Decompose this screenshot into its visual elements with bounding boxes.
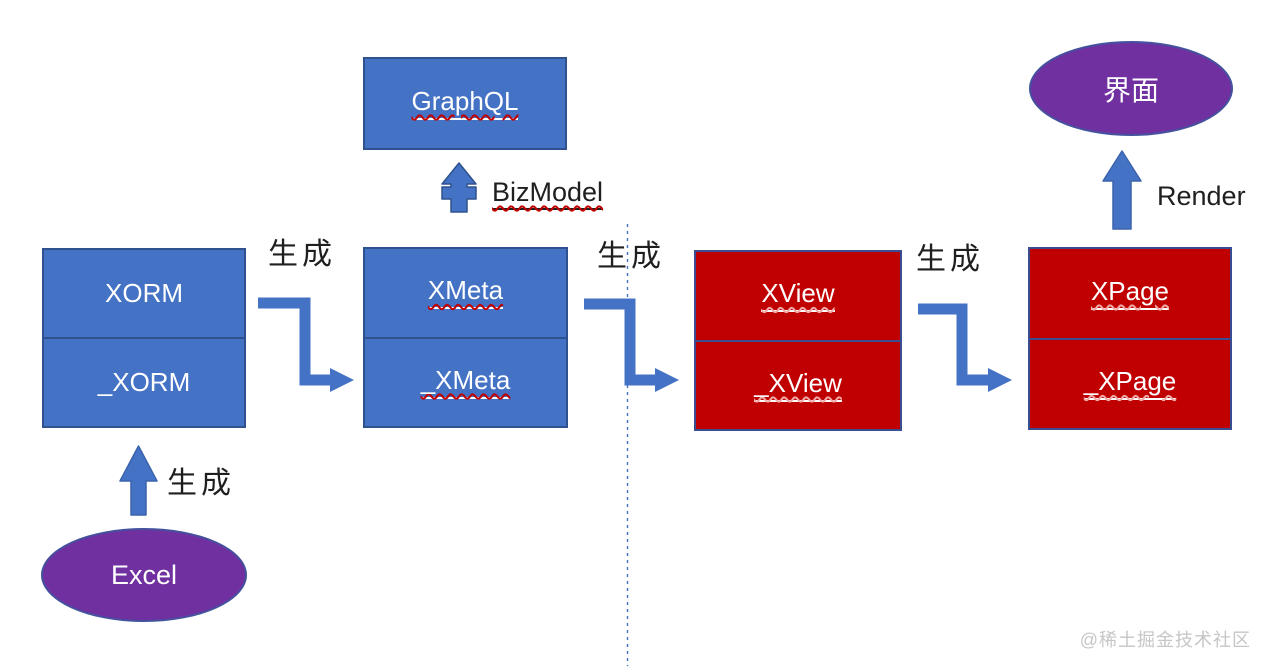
edge-label-excel-xorm: 生成 — [167, 467, 235, 500]
arrow-xorm-to-xmeta — [258, 297, 354, 392]
arrow-xpage-to-ui — [1102, 150, 1142, 230]
node-xview-bottom: _XView — [696, 339, 900, 430]
node-xpage-bottom: _XPage — [1030, 337, 1230, 429]
node-xview: XView _XView — [694, 250, 902, 431]
edge-label-xorm-xmeta: 生成 — [268, 238, 336, 271]
node-xmeta-bottom: _XMeta — [365, 336, 566, 427]
node-ui-label: 界面 — [1102, 74, 1159, 106]
node-xorm-top: XORM — [105, 278, 183, 308]
arrow-excel-to-xorm — [119, 445, 158, 516]
arrow-xmeta-to-graphql — [441, 162, 477, 213]
edge-label-xview-xpage: 生成 — [916, 243, 984, 276]
node-xmeta-top: XMeta — [365, 249, 566, 337]
node-graphql: GraphQL — [363, 57, 567, 150]
arrow-xview-to-xpage — [918, 303, 1012, 392]
node-xorm: XORM _XORM — [42, 248, 246, 428]
edge-label-render: Render — [1157, 181, 1246, 211]
node-xorm-bottom: _XORM — [44, 337, 244, 426]
edge-label-xmeta-xview: 生成 — [597, 240, 665, 273]
node-xpage: XPage _XPage — [1028, 247, 1232, 430]
node-ui: 界面 — [1029, 41, 1233, 136]
node-excel-label: Excel — [110, 559, 178, 590]
watermark: @稀土掘金技术社区 — [1079, 630, 1251, 650]
edge-label-bizmodel: BizModel — [492, 177, 604, 210]
arrow-xmeta-to-xview — [584, 298, 679, 392]
node-graphql-label: GraphQL — [411, 86, 519, 120]
node-xview-top: XView — [696, 252, 900, 340]
node-xpage-top: XPage — [1030, 249, 1230, 338]
node-xmeta: XMeta _XMeta — [363, 247, 568, 428]
node-excel: Excel — [41, 528, 247, 622]
